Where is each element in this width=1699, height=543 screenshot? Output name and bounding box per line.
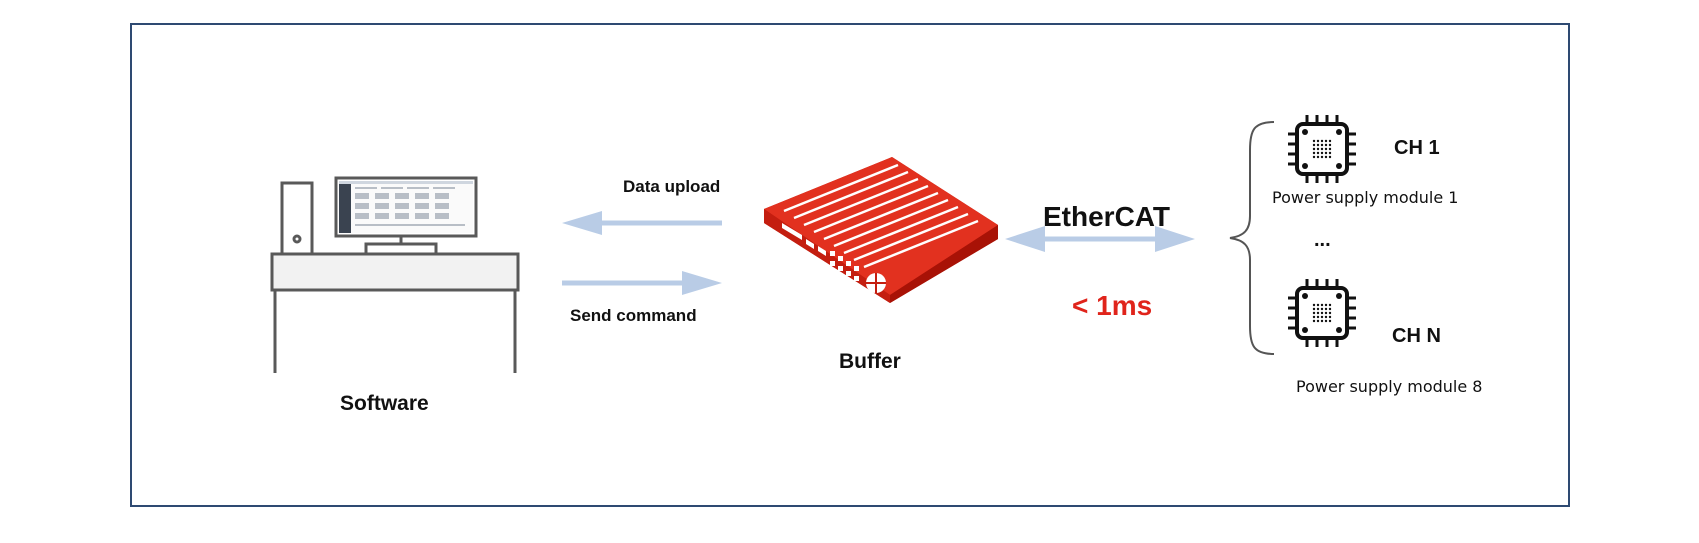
software-label: Software (340, 392, 429, 415)
send-command-label: Send command (570, 306, 697, 325)
channel-n-label: CH N (1392, 325, 1441, 347)
buffer-device-icon (764, 157, 998, 303)
buffer-label: Buffer (839, 350, 901, 373)
ethercat-link-arrow-icon (1005, 226, 1195, 252)
module-ellipsis: ... (1314, 229, 1331, 251)
latency-label: < 1ms (1072, 290, 1153, 321)
module-group-brace-icon (1229, 121, 1275, 355)
data-upload-label: Data upload (623, 177, 721, 196)
protocol-label: EtherCAT (1043, 201, 1171, 232)
chip-icon (1288, 115, 1356, 183)
channel-1-label: CH 1 (1394, 137, 1440, 159)
module-1-name: Power supply module 1 (1272, 188, 1459, 207)
send-command-arrow-icon (562, 271, 722, 295)
data-upload-arrow-icon (562, 211, 722, 235)
module-8-name: Power supply module 8 (1296, 377, 1483, 396)
diagram-frame: Software Data upload Send command (130, 23, 1570, 507)
computer-desk-icon (270, 176, 520, 373)
chip-icon (1288, 279, 1356, 347)
